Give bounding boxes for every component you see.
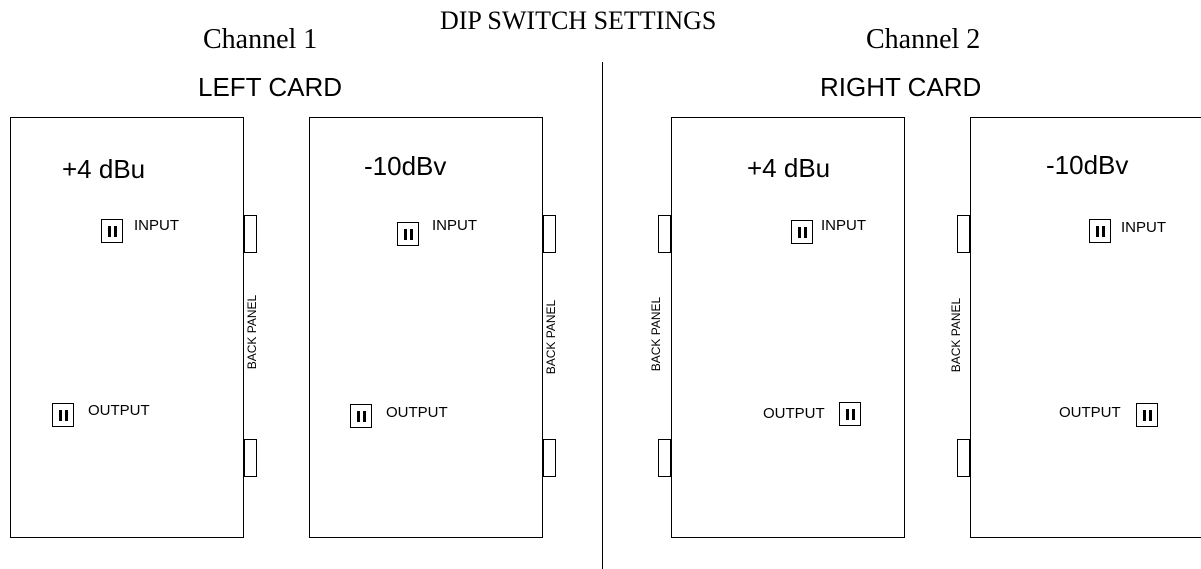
diagram-title: DIP SWITCH SETTINGS <box>440 6 717 35</box>
card-ch1-minus10 <box>309 117 543 538</box>
card-ch2-minus10 <box>970 117 1201 538</box>
input-label: INPUT <box>432 217 477 234</box>
back-panel-tab <box>543 215 556 253</box>
dip-switch-input <box>791 220 813 244</box>
channel-2-label: Channel 2 <box>866 24 981 55</box>
back-panel-label: BACK PANEL <box>544 299 558 375</box>
back-panel-tab <box>244 439 257 477</box>
output-label: OUTPUT <box>88 402 150 419</box>
card-level-label: +4 dBu <box>747 153 831 183</box>
card-level-label: +4 dBu <box>62 154 146 184</box>
right-card-label: RIGHT CARD <box>820 72 982 102</box>
channel-1-label: Channel 1 <box>203 24 318 55</box>
back-panel-tab <box>658 215 671 253</box>
dip-switch-input <box>101 219 123 243</box>
output-label: OUTPUT <box>1059 404 1121 421</box>
channel-divider <box>602 62 603 569</box>
dip-switch-input <box>1089 219 1111 243</box>
input-label: INPUT <box>1121 219 1166 236</box>
back-panel-label: BACK PANEL <box>949 297 963 373</box>
input-label: INPUT <box>821 217 866 234</box>
card-ch2-plus4 <box>671 117 905 538</box>
back-panel-tab <box>543 439 556 477</box>
card-level-label: -10dBv <box>364 151 447 181</box>
dip-switch-input <box>397 222 419 246</box>
dip-switch-output <box>350 404 372 428</box>
card-level-label: -10dBv <box>1046 150 1129 180</box>
back-panel-label: BACK PANEL <box>245 294 259 370</box>
dip-switch-output <box>52 403 74 427</box>
dip-switch-output <box>1136 403 1158 427</box>
back-panel-tab <box>244 215 257 253</box>
back-panel-label: BACK PANEL <box>649 296 663 372</box>
input-label: INPUT <box>134 217 179 234</box>
back-panel-tab <box>957 215 970 253</box>
left-card-label: LEFT CARD <box>198 72 342 102</box>
back-panel-tab <box>658 439 671 477</box>
output-label: OUTPUT <box>763 405 825 422</box>
dip-switch-output <box>839 402 861 426</box>
output-label: OUTPUT <box>386 404 448 421</box>
back-panel-tab <box>957 439 970 477</box>
card-ch1-plus4 <box>10 117 244 538</box>
